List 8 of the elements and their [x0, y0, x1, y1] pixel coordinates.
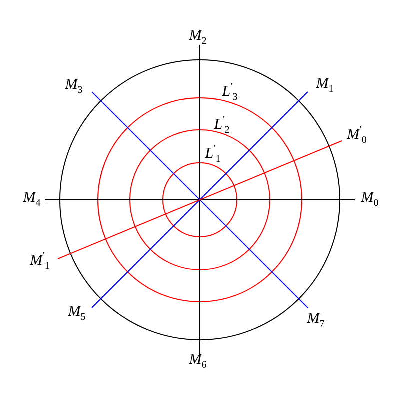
axis-label: M$_{3}$ — [65, 78, 83, 96]
axis-label: M$_{6}$ — [189, 353, 207, 371]
axis-label: M$_{2}$ — [189, 29, 207, 47]
axis-label: M$_{4}$ — [23, 191, 41, 209]
axis-label: M$_{7}$ — [307, 312, 325, 330]
axis-label: M$_{5}$ — [68, 305, 86, 323]
axis-label: M$_{1}$ — [316, 77, 334, 95]
axis-label: M$_{0}$ — [361, 191, 379, 209]
